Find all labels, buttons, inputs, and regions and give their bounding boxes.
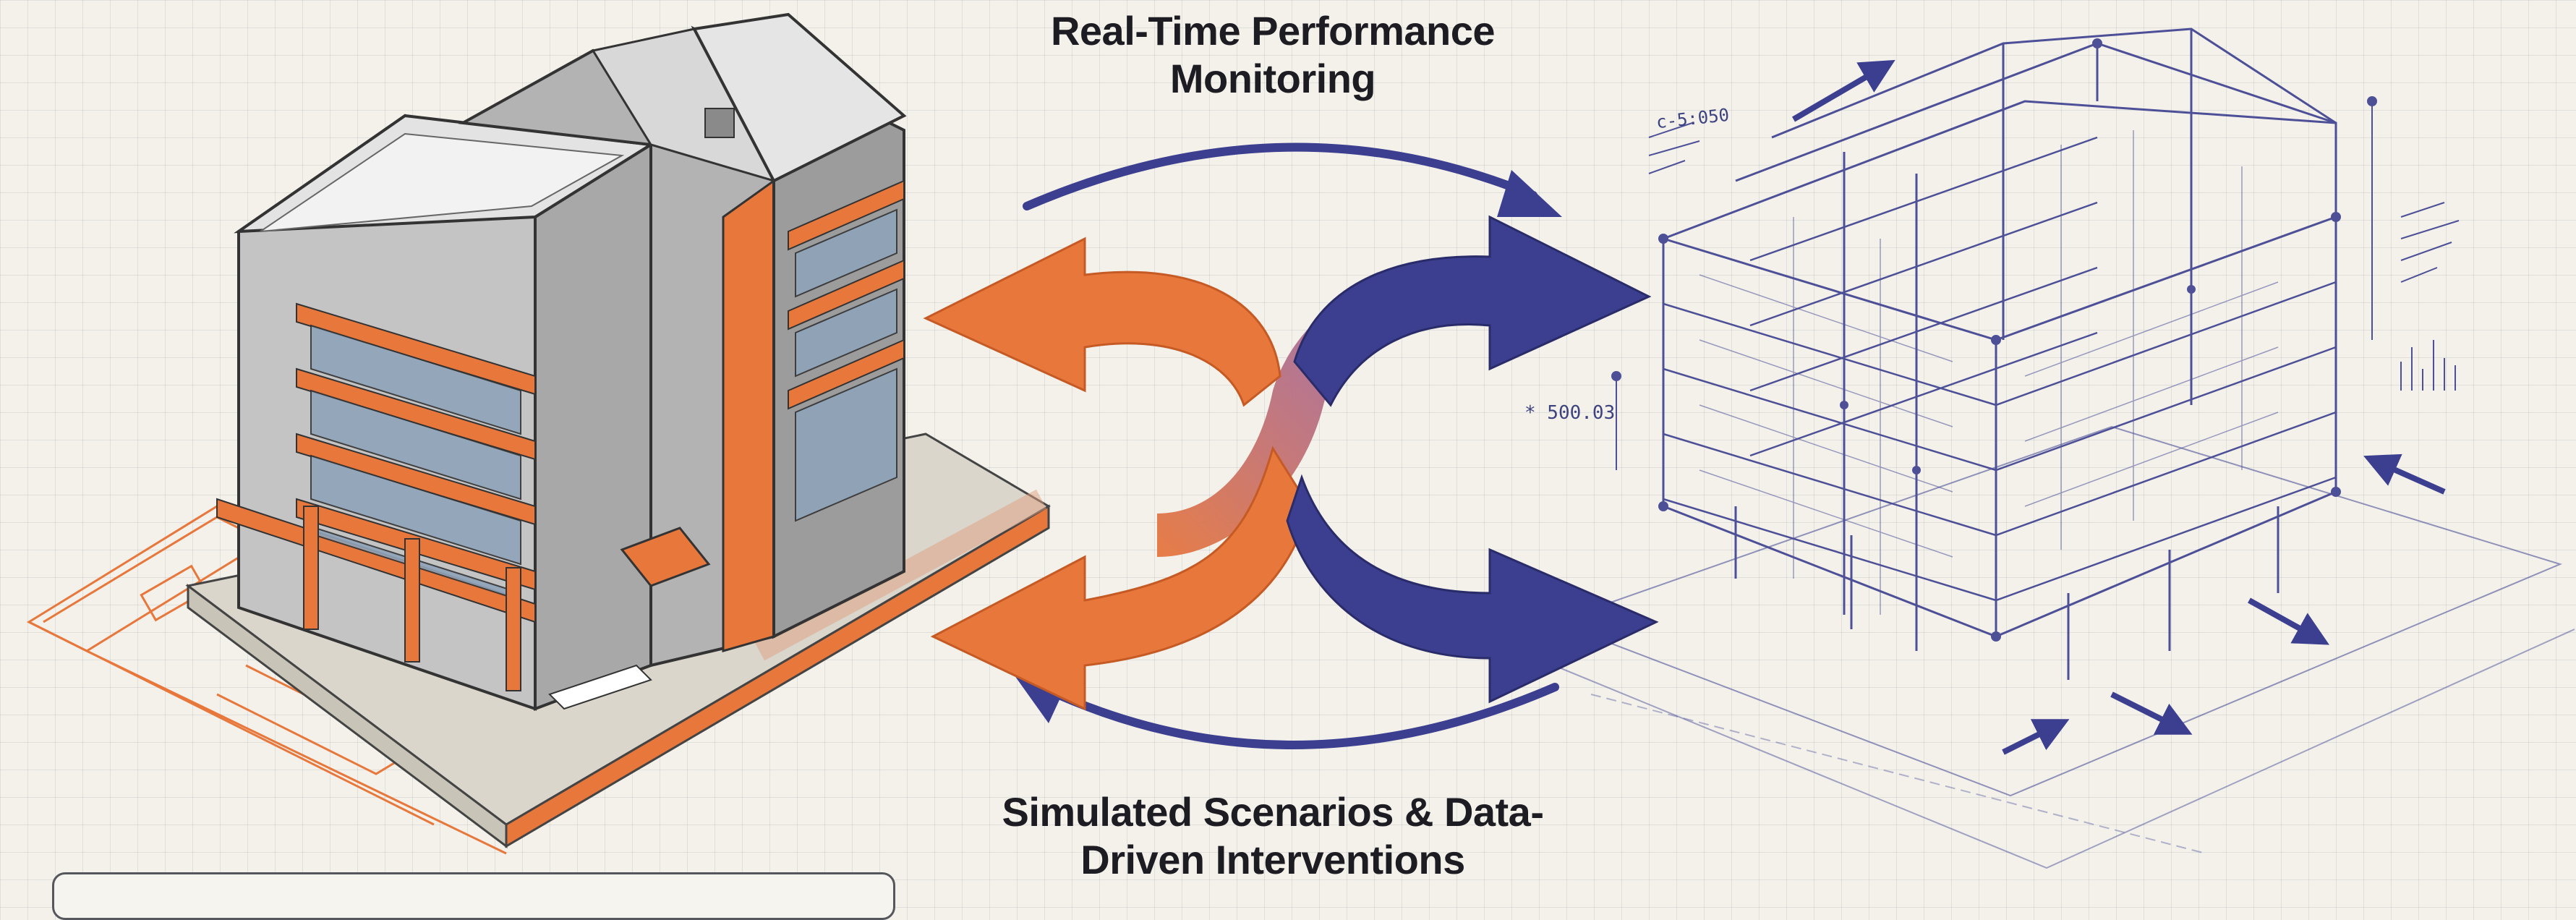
blue-data-arrow-top <box>1293 215 1652 407</box>
bidirectional-sync-arrows <box>923 142 1659 749</box>
orange-feedback-arrow-top <box>923 237 1281 407</box>
top-flow-label: Real-Time Performance Monitoring <box>1050 8 1496 101</box>
diagram-canvas <box>26 12 2575 869</box>
bottom-flow-label: Simulated Scenarios & Data-Driven Interv… <box>1002 789 1544 882</box>
blue-data-arrow-bottom <box>1286 474 1659 704</box>
caption-panel <box>52 872 895 920</box>
digital-twin-wireframe-icon <box>1518 27 2575 869</box>
orange-feedback-arrow-bottom <box>930 446 1310 711</box>
data-flow-arrows <box>1791 59 2446 755</box>
sensor-value-readout: * 500.03 <box>1524 402 1616 424</box>
monitoring-flow-arrow <box>1023 142 1538 210</box>
physical-building-icon <box>26 12 1051 855</box>
intervention-flow-arrow <box>1037 683 1559 749</box>
sync-s-curve <box>1157 260 1504 557</box>
